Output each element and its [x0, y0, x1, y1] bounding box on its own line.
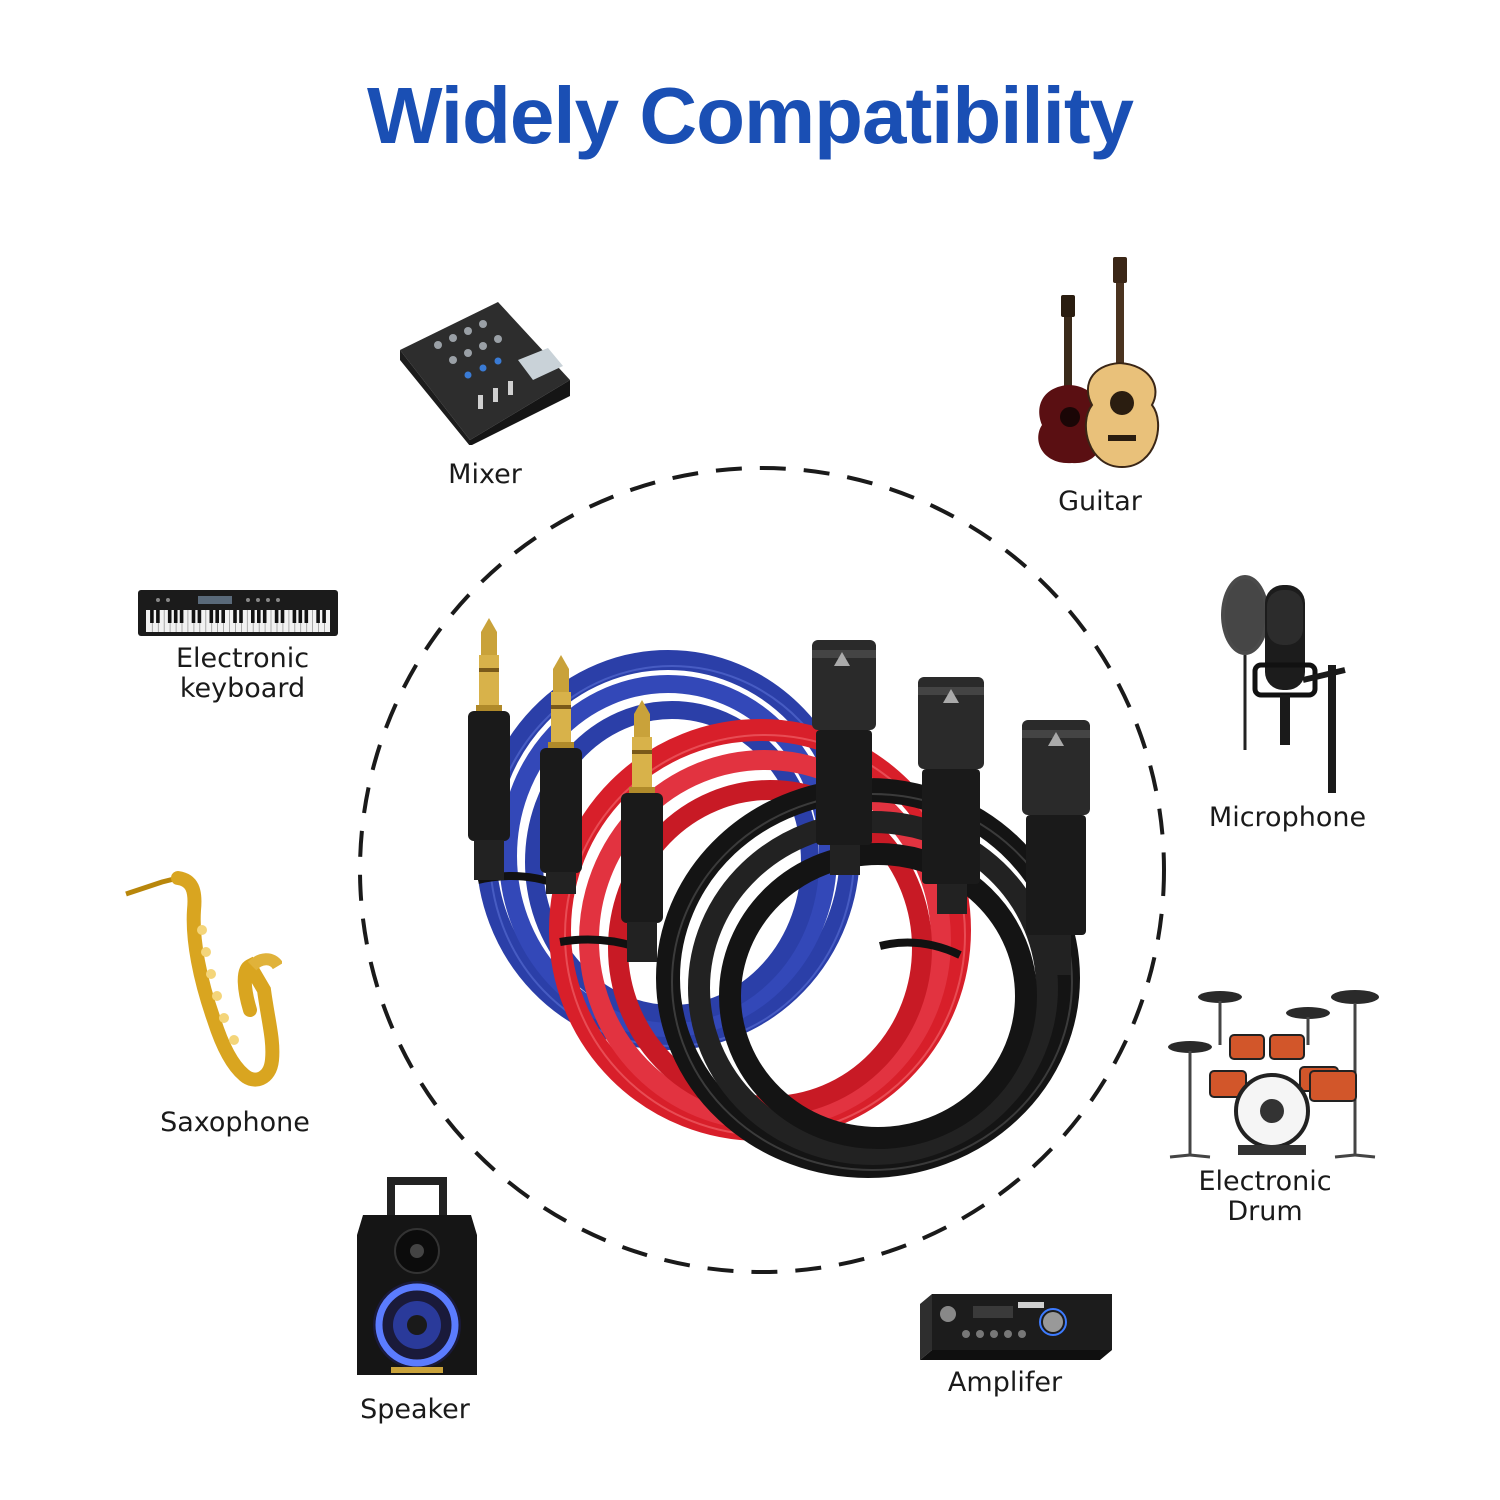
keyboard-label-line1: Electronic — [175, 643, 310, 674]
trs-plug-1 — [468, 618, 510, 880]
keyboard-label-line2: keyboard — [179, 673, 306, 704]
device-label-guitar: Guitar — [1058, 486, 1142, 517]
trs-plug-2 — [540, 655, 582, 894]
device-label-microphone: Microphone — [1208, 802, 1367, 833]
black-cable — [656, 778, 1080, 1178]
microphone-icon — [1221, 575, 1346, 793]
device-label-saxophone: Saxophone — [160, 1107, 310, 1138]
mixer-icon — [400, 302, 570, 445]
device-label-drum: Electronic Drum — [1185, 1167, 1345, 1227]
drum-label-line1: Electronic — [1198, 1166, 1332, 1197]
trs-plug-3 — [621, 700, 663, 962]
device-label-mixer: Mixer — [448, 459, 522, 490]
xlr-connector-3 — [1022, 720, 1090, 975]
amplifier-icon — [920, 1294, 1112, 1360]
black-cable-tie — [879, 938, 962, 959]
page-title: Widely Compatibility — [366, 71, 1134, 160]
device-label-keyboard: Electronic keyboard — [150, 644, 335, 704]
device-label-speaker: Speaker — [360, 1394, 470, 1425]
dashed-ring — [358, 466, 1166, 1274]
drum-kit-icon — [1168, 990, 1379, 1159]
keyboard-icon — [138, 590, 338, 636]
xlr-connector-1 — [812, 640, 876, 875]
drum-label-line2: Drum — [1227, 1196, 1303, 1227]
saxophone-icon — [125, 871, 282, 1087]
speaker-icon — [357, 1177, 477, 1375]
device-label-amplifier: Amplifer — [947, 1367, 1063, 1398]
xlr-connector-2 — [918, 677, 984, 914]
guitar-icon — [1038, 257, 1160, 469]
